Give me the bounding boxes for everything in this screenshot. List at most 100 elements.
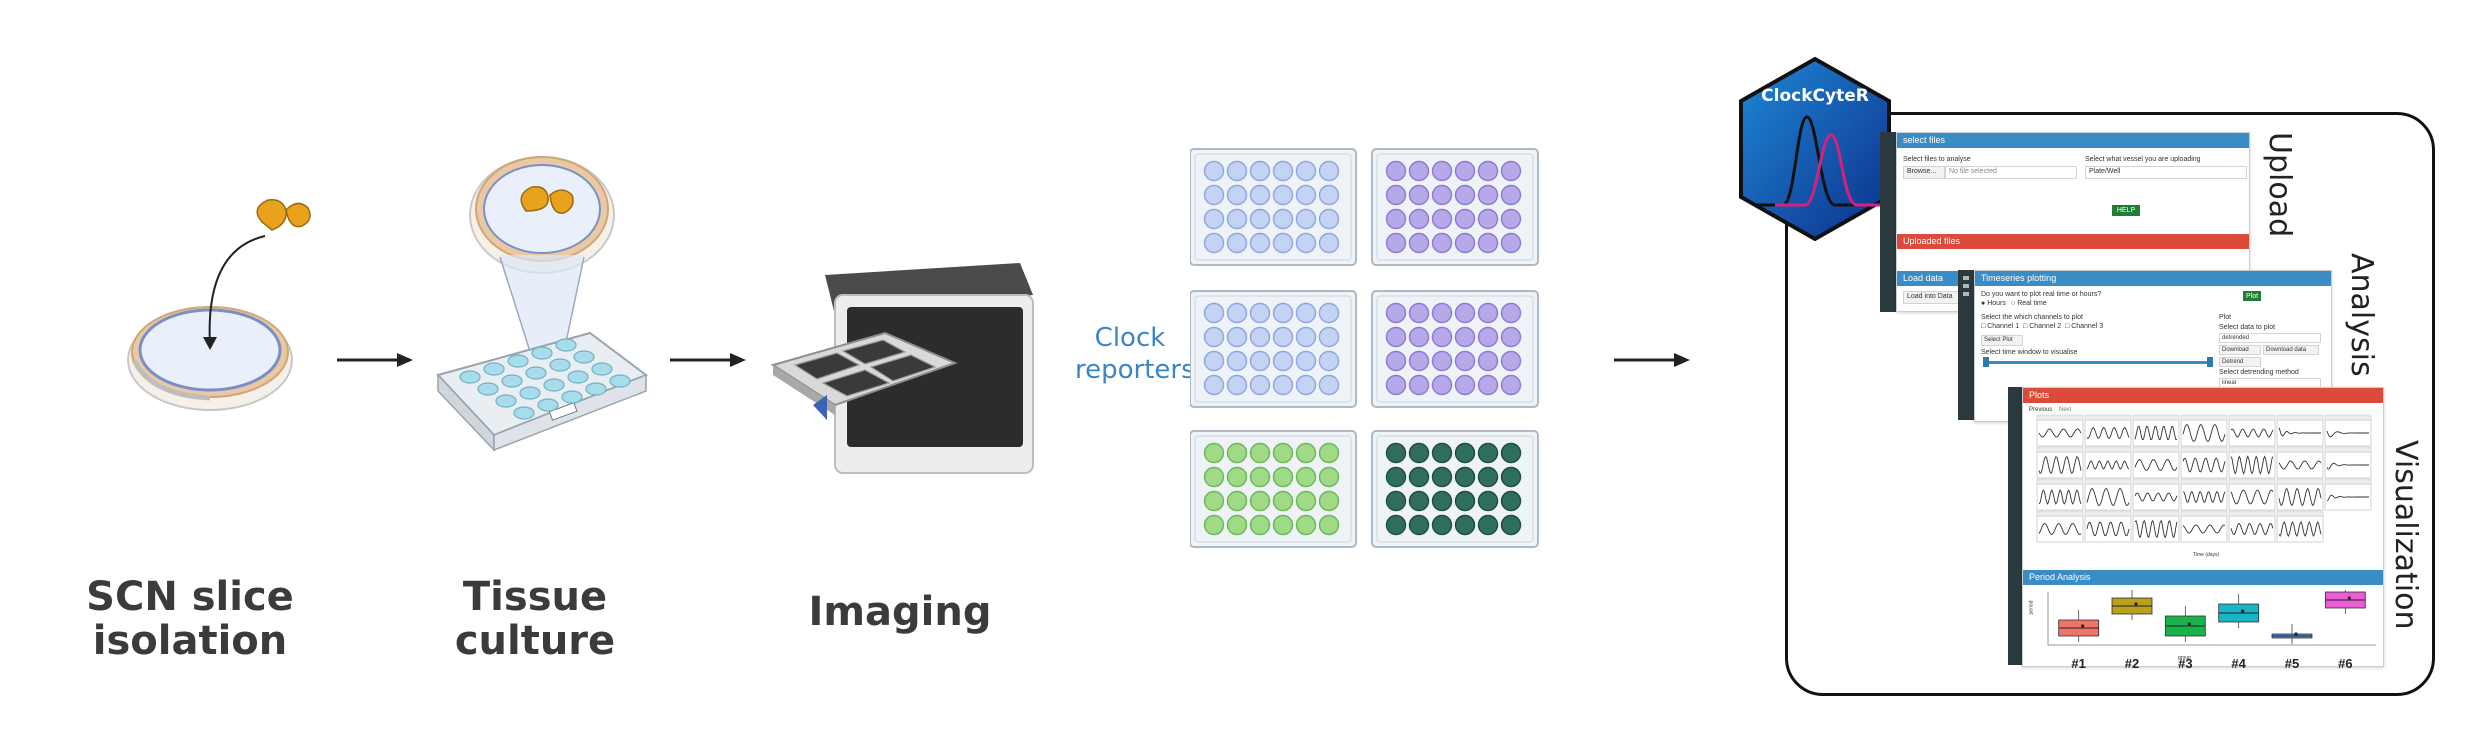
well <box>1297 162 1316 181</box>
well <box>1433 352 1452 371</box>
well <box>1479 516 1498 535</box>
well <box>1205 162 1224 181</box>
well <box>1479 468 1498 487</box>
slider-handle-left[interactable] <box>1983 357 1989 367</box>
well <box>1456 492 1475 511</box>
well <box>1456 210 1475 229</box>
well <box>1502 376 1521 395</box>
well <box>1433 468 1452 487</box>
well <box>1433 186 1452 205</box>
radio-real-time[interactable]: ○ Real time <box>2011 299 2047 308</box>
well <box>1410 492 1429 511</box>
channel-1-checkbox[interactable]: □ Channel 1 <box>1981 322 2019 331</box>
browse-button[interactable]: Browse... <box>1903 166 1945 179</box>
well-plate <box>1190 291 1356 407</box>
boxplot-group: #2 <box>2112 590 2152 671</box>
well <box>1320 186 1339 205</box>
select-files-label: Select files to analyse <box>1903 155 1971 164</box>
well <box>1502 468 1521 487</box>
well <box>1205 210 1224 229</box>
well <box>1297 328 1316 347</box>
time-window-slider[interactable] <box>1983 361 2213 364</box>
well <box>1274 304 1293 323</box>
well <box>1228 210 1247 229</box>
well <box>1297 186 1316 205</box>
well <box>1251 210 1270 229</box>
step-label-tissue-culture: Tissue culture <box>430 575 640 663</box>
radio-hours[interactable]: ● Hours <box>1981 299 2006 308</box>
well <box>1205 186 1224 205</box>
well <box>1274 468 1293 487</box>
well <box>1479 328 1498 347</box>
well <box>1297 376 1316 395</box>
clock-reporters-label: Clock reporters <box>1075 322 1185 386</box>
well <box>1502 234 1521 253</box>
well <box>1433 304 1452 323</box>
arrow-right-icon <box>668 350 748 370</box>
well <box>1479 210 1498 229</box>
boxplot-group: #4 <box>2219 594 2259 671</box>
channel-2-checkbox[interactable]: □ Channel 2 <box>2023 322 2061 331</box>
well <box>1228 468 1247 487</box>
scn-slice-icon <box>257 200 310 230</box>
well <box>1502 304 1521 323</box>
clockcyter-logo <box>1735 55 1895 245</box>
well <box>1205 304 1224 323</box>
boxplot-group-label: #4 <box>2231 656 2246 671</box>
well <box>1251 468 1270 487</box>
well <box>1456 186 1475 205</box>
well <box>1274 352 1293 371</box>
well <box>1274 328 1293 347</box>
well <box>1205 376 1224 395</box>
trace-panel <box>2085 452 2131 478</box>
channels-label: Select the which channels to plot <box>1981 313 2083 322</box>
timeseries-plot-grid <box>2023 414 2383 554</box>
well <box>1297 234 1316 253</box>
channel-3-checkbox[interactable]: □ Channel 3 <box>2065 322 2103 331</box>
download-data-button[interactable]: Download data <box>2263 345 2319 355</box>
well <box>1251 234 1270 253</box>
well <box>1320 468 1339 487</box>
well <box>1410 210 1429 229</box>
well <box>1205 234 1224 253</box>
vessel-select[interactable]: Plate/Well <box>2085 166 2247 179</box>
well <box>1205 516 1224 535</box>
boxplot-group: #1 <box>2059 610 2099 671</box>
trace-panel <box>2277 452 2323 478</box>
slider-handle-right[interactable] <box>2207 357 2213 367</box>
well <box>1320 328 1339 347</box>
select-plot-button[interactable]: Select Plot <box>1981 335 2023 346</box>
well <box>1274 186 1293 205</box>
vessel-label: Select what vessel you are uploading <box>2085 155 2201 164</box>
well <box>1320 210 1339 229</box>
well <box>1228 444 1247 463</box>
well <box>1387 210 1406 229</box>
arrow-right-icon <box>335 350 415 370</box>
download-button[interactable]: Download <box>2219 345 2261 355</box>
uploaded-files-bar[interactable]: Uploaded files <box>1897 234 2250 249</box>
well <box>1228 352 1247 371</box>
well <box>1410 234 1429 253</box>
help-button[interactable]: HELP <box>2112 205 2140 216</box>
well <box>1205 468 1224 487</box>
well <box>1251 328 1270 347</box>
trace-panel <box>2085 420 2131 446</box>
well <box>1387 186 1406 205</box>
trace-panel <box>2133 516 2179 542</box>
section-label-visualization: Visualization <box>2388 440 2423 630</box>
well <box>1479 444 1498 463</box>
plot-button[interactable]: Plot <box>2243 291 2261 301</box>
detrend-button[interactable]: Detrend <box>2219 357 2261 367</box>
load-data-button[interactable]: Load into Data <box>1903 291 1965 304</box>
arrow-right-icon <box>1612 350 1692 370</box>
well <box>1320 492 1339 511</box>
well <box>1320 352 1339 371</box>
well <box>1251 444 1270 463</box>
trace-panel <box>2133 420 2179 446</box>
well <box>1251 304 1270 323</box>
well <box>1251 186 1270 205</box>
well <box>1205 444 1224 463</box>
well <box>1502 186 1521 205</box>
well <box>1228 376 1247 395</box>
data-select[interactable]: detrended <box>2219 333 2321 343</box>
